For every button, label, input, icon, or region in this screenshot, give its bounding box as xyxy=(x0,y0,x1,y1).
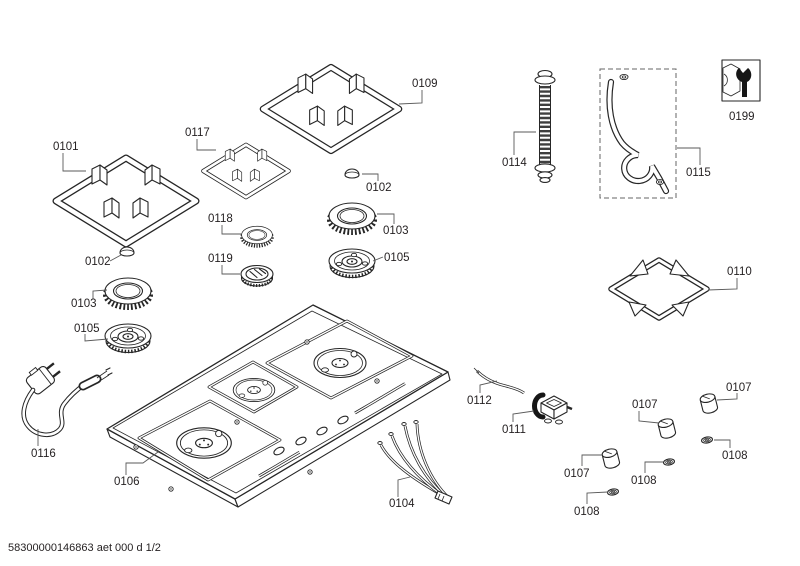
part-0118-burner-ring-small xyxy=(242,226,273,245)
panel-screws xyxy=(133,339,380,492)
label-0108-2: 0108 xyxy=(631,475,657,487)
label-0117: 0117 xyxy=(185,127,210,139)
part-0111-valve-switch xyxy=(532,392,573,425)
leader-0114 xyxy=(513,131,536,155)
part-0107-nozzle-3 xyxy=(600,446,622,471)
leader-0118 xyxy=(221,225,242,235)
label-0102-right: 0102 xyxy=(366,182,392,194)
knob-holes xyxy=(273,415,349,456)
leader-0106 xyxy=(125,451,159,475)
document-code: 58300000146863 aet 000 d 1/2 xyxy=(8,542,161,554)
leader-lines xyxy=(37,90,738,504)
label-0199: 0199 xyxy=(729,111,755,123)
label-0114: 0114 xyxy=(502,157,527,169)
part-0105-burner-body-right xyxy=(327,247,377,280)
part-0115-gas-pipe xyxy=(599,68,677,199)
box-0199-tool-required xyxy=(721,59,761,102)
label-0107-3: 0107 xyxy=(564,468,590,480)
leader-0105-left xyxy=(84,334,109,342)
label-0107-2: 0107 xyxy=(632,399,658,411)
leader-0115 xyxy=(677,147,701,165)
label-0101: 0101 xyxy=(53,141,79,153)
leader-0107-1 xyxy=(716,393,738,401)
label-0109: 0109 xyxy=(412,78,438,90)
label-0112: 0112 xyxy=(467,395,492,407)
leader-0119 xyxy=(221,265,240,275)
part-0107-nozzle-1 xyxy=(698,391,720,416)
burner-seat-right xyxy=(313,347,367,379)
label-0119: 0119 xyxy=(208,253,233,265)
leader-0105-right xyxy=(372,256,384,262)
part-0105-burner-body-left xyxy=(103,322,153,355)
part-0109-pan-support xyxy=(263,67,399,150)
leader-0102-right xyxy=(362,173,379,181)
part-0108-seal-washer-1 xyxy=(700,435,714,445)
leader-0111 xyxy=(512,410,535,422)
leader-0110 xyxy=(707,278,738,291)
label-0102-left: 0102 xyxy=(85,256,111,268)
label-0108-3: 0108 xyxy=(574,506,600,518)
leader-0108-2 xyxy=(644,461,663,473)
label-0106: 0106 xyxy=(114,476,140,488)
leader-0101 xyxy=(62,153,86,172)
part-0112-wire xyxy=(473,367,525,395)
label-0104: 0104 xyxy=(389,498,415,510)
part-0110-wok-ring xyxy=(611,260,707,318)
label-0105-right: 0105 xyxy=(384,252,410,264)
label-0105-left: 0105 xyxy=(74,323,100,335)
burner-seat-left xyxy=(176,427,232,459)
part-labels: 0101 0117 0109 0102 0118 0103 0119 0105 … xyxy=(31,78,755,518)
part-0103-burner-ring-left xyxy=(105,278,151,307)
part-0102-burner-cap-left xyxy=(119,246,135,257)
label-0103-left: 0103 xyxy=(71,298,97,310)
leader-0108-3 xyxy=(586,491,609,504)
part-0114-flex-hose xyxy=(534,69,556,183)
part-0119-burner-head-small xyxy=(239,264,275,288)
leader-0112 xyxy=(479,380,498,393)
vent-slots xyxy=(258,382,406,478)
dashed-boundary-box xyxy=(599,68,677,199)
burner-seat-middle xyxy=(232,377,276,403)
part-0108-seal-washer-2 xyxy=(662,457,676,467)
leader-0107-3 xyxy=(581,454,602,466)
leader-0102-left xyxy=(109,254,122,262)
leader-0104 xyxy=(397,476,411,497)
label-0110: 0110 xyxy=(727,266,752,278)
label-0108-1: 0108 xyxy=(722,450,748,462)
part-0102-burner-cap-right xyxy=(344,168,360,179)
label-0118: 0118 xyxy=(208,213,233,225)
leader-0107-2 xyxy=(638,411,660,424)
part-0116-power-cord xyxy=(21,362,113,437)
part-0104-wiring-harness xyxy=(377,420,453,505)
part-0107-nozzle-2 xyxy=(656,416,678,441)
label-0116: 0116 xyxy=(31,448,56,460)
leader-0109 xyxy=(398,90,423,105)
label-0115: 0115 xyxy=(686,167,711,179)
part-0103-burner-ring-right xyxy=(329,203,375,232)
label-0107-1: 0107 xyxy=(726,382,752,394)
label-0111: 0111 xyxy=(502,424,526,436)
label-0103-right: 0103 xyxy=(383,225,409,237)
part-0106-cooktop-body xyxy=(106,304,451,508)
part-0108-seal-washer-3 xyxy=(606,487,620,497)
leader-0117 xyxy=(196,139,216,151)
leader-0103-right xyxy=(377,213,395,224)
part-0117-pan-support-small xyxy=(203,145,288,197)
leader-0103-left xyxy=(92,289,108,299)
leader-0108-1 xyxy=(714,439,731,448)
wrench-and-nut-icon xyxy=(722,63,752,97)
